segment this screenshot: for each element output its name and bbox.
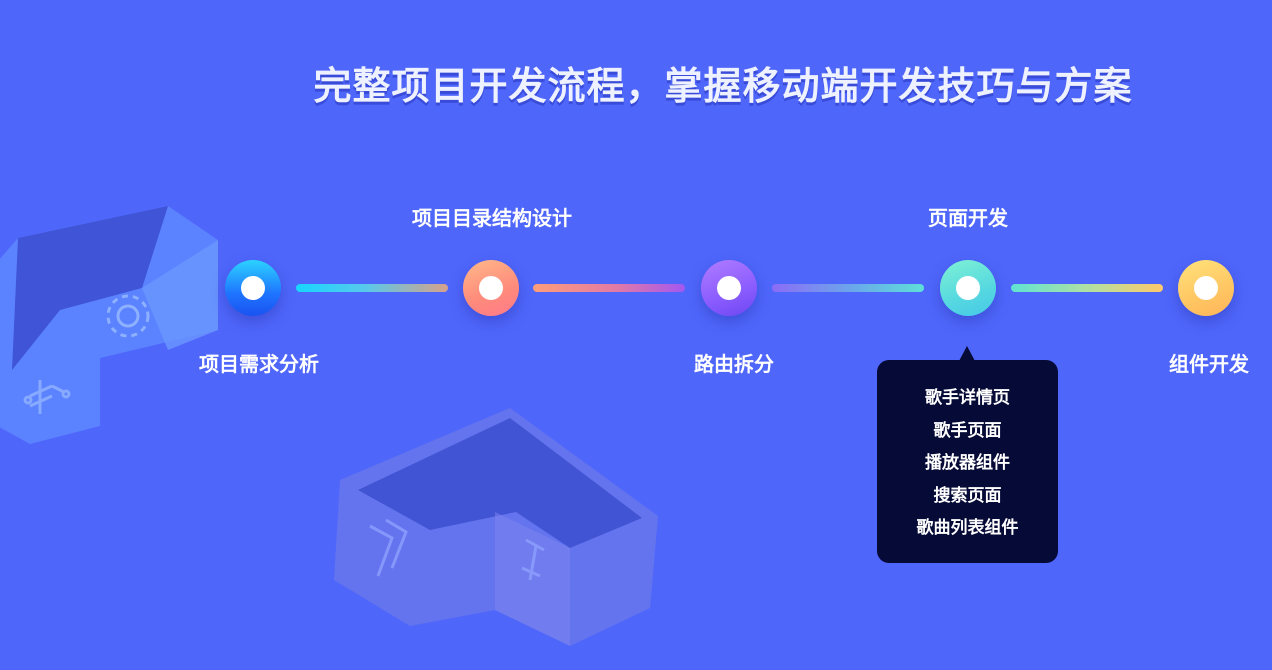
timeline-label-page-development: 页面开发: [928, 206, 1008, 230]
timeline-node-directory-design[interactable]: [463, 260, 519, 316]
tool-icon: [369, 518, 545, 581]
isometric-block-left-decoration: [0, 206, 218, 444]
popup-item: 歌手页面: [933, 420, 1002, 441]
node-dot: [1194, 276, 1218, 300]
page-development-popup: 歌手详情页 歌手页面 播放器组件 搜索页面 歌曲列表组件: [877, 346, 1058, 563]
timeline-label-directory-design: 项目目录结构设计: [412, 206, 572, 230]
timeline-node-requirements[interactable]: [225, 260, 281, 316]
node-dot: [717, 276, 741, 300]
page-title: 完整项目开发流程，掌握移动端开发技巧与方案: [313, 64, 1133, 109]
timeline-label-requirements: 项目需求分析: [199, 352, 319, 376]
circuit-icon: [23, 380, 71, 414]
popup-item: 歌手详情页: [925, 388, 1010, 408]
timeline-connector-3: [772, 284, 924, 292]
timeline-connector-2: [533, 284, 685, 292]
isometric-block-center-decoration: [334, 408, 658, 646]
timeline-node-routing[interactable]: [701, 260, 757, 316]
timeline-node-page-development[interactable]: [940, 260, 996, 316]
node-dot: [241, 276, 265, 300]
timeline-connector-1: [296, 284, 448, 292]
popup-item-list: 歌手详情页 歌手页面 播放器组件 搜索页面 歌曲列表组件: [877, 360, 1058, 545]
node-dot: [956, 276, 980, 300]
popup-item: 播放器组件: [925, 453, 1010, 473]
timeline-connector-4: [1011, 284, 1163, 292]
popup-item: 搜索页面: [933, 485, 1002, 506]
timeline-label-component-development: 组件开发: [1169, 352, 1249, 376]
timeline-label-routing: 路由拆分: [694, 352, 774, 376]
popup-item: 歌曲列表组件: [916, 518, 1019, 538]
node-dot: [479, 276, 503, 300]
timeline-node-component-development[interactable]: [1178, 260, 1234, 316]
gear-icon: [106, 294, 150, 338]
